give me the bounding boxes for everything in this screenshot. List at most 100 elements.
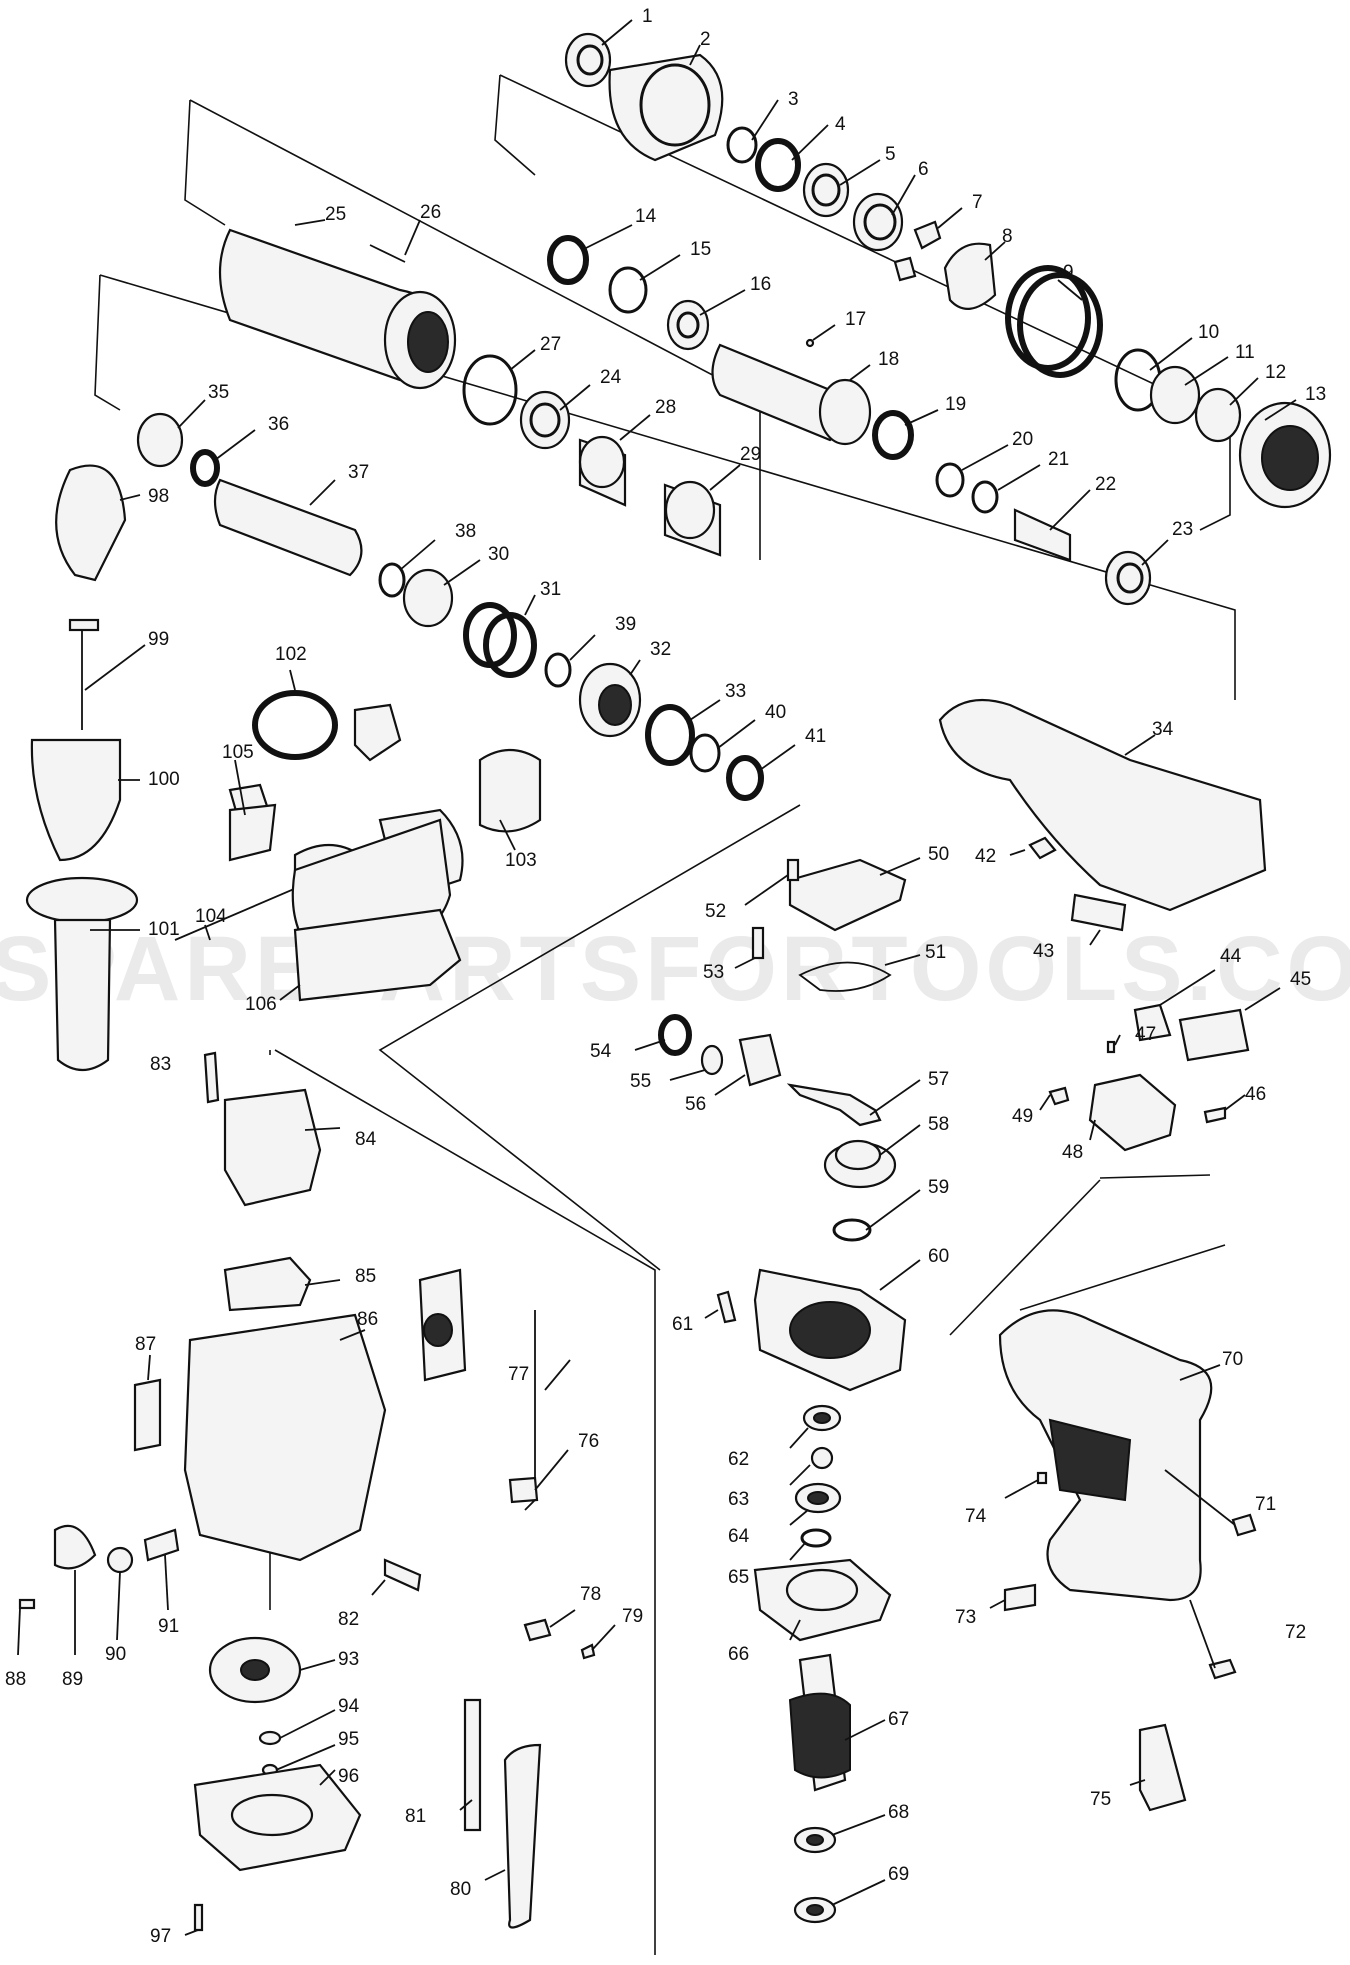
callout-68: 68 <box>888 1802 909 1823</box>
callout-69: 69 <box>888 1864 909 1885</box>
callout-26: 26 <box>420 202 441 223</box>
callout-19: 19 <box>945 394 966 415</box>
callout-62: 62 <box>728 1449 749 1470</box>
cylinder-parts <box>218 228 722 557</box>
callout-32: 32 <box>650 639 671 660</box>
callout-13: 13 <box>1305 384 1326 405</box>
callout-46: 46 <box>1245 1084 1266 1105</box>
callout-23: 23 <box>1172 519 1193 540</box>
callout-9: 9 <box>1063 262 1074 283</box>
callout-82: 82 <box>338 1609 359 1630</box>
callout-66: 66 <box>728 1644 749 1665</box>
callout-8: 8 <box>1002 226 1013 247</box>
callout-47: 47 <box>1135 1024 1156 1045</box>
callout-48: 48 <box>1062 1142 1083 1163</box>
callout-52: 52 <box>705 901 726 922</box>
callout-57: 57 <box>928 1069 949 1090</box>
callout-39: 39 <box>615 614 636 635</box>
callout-99: 99 <box>148 629 169 650</box>
callout-12: 12 <box>1265 362 1286 383</box>
callout-33: 33 <box>725 681 746 702</box>
callout-64: 64 <box>728 1526 750 1547</box>
callout-31: 31 <box>540 579 561 600</box>
callout-101: 101 <box>148 919 180 940</box>
front-chuck-parts <box>564 32 1332 509</box>
barrel-parts <box>547 235 1152 606</box>
callout-65: 65 <box>728 1567 749 1588</box>
callout-67: 67 <box>888 1709 909 1730</box>
callout-4: 4 <box>835 114 846 135</box>
callout-45: 45 <box>1290 969 1311 990</box>
callout-25: 25 <box>325 204 346 225</box>
callout-41: 41 <box>805 726 826 747</box>
callout-100: 100 <box>148 769 180 790</box>
callout-37: 37 <box>348 462 369 483</box>
callout-15: 15 <box>690 239 711 260</box>
callout-72: 72 <box>1285 1622 1306 1643</box>
callout-6: 6 <box>918 159 929 180</box>
callout-61: 61 <box>672 1314 693 1335</box>
callout-63: 63 <box>728 1489 749 1510</box>
callout-106: 106 <box>245 994 277 1015</box>
callout-51: 51 <box>925 942 946 963</box>
rear-handle-parts <box>998 1309 1257 1812</box>
callout-105: 105 <box>222 742 254 763</box>
callout-16: 16 <box>750 274 771 295</box>
callout-35: 35 <box>208 382 229 403</box>
callout-78: 78 <box>580 1584 601 1605</box>
callout-20: 20 <box>1012 429 1033 450</box>
callout-91: 91 <box>158 1616 179 1637</box>
callout-73: 73 <box>955 1607 976 1628</box>
armature-parts <box>753 1404 892 1924</box>
callout-24: 24 <box>600 367 622 388</box>
callout-104: 104 <box>195 906 227 927</box>
callout-60: 60 <box>928 1246 949 1267</box>
callout-88: 88 <box>5 1669 26 1690</box>
callout-2: 2 <box>700 29 711 50</box>
callout-96: 96 <box>338 1766 359 1787</box>
callout-21: 21 <box>1048 449 1069 470</box>
callout-84: 84 <box>355 1129 377 1150</box>
callout-3: 3 <box>788 89 799 110</box>
watermark-text: SPAREPARTSFORTOOLS.COM.AU <box>0 918 1350 1020</box>
callout-86: 86 <box>357 1309 378 1330</box>
callout-79: 79 <box>622 1606 643 1627</box>
callout-1: 1 <box>642 6 653 27</box>
callout-29: 29 <box>740 444 761 465</box>
callout-36: 36 <box>268 414 289 435</box>
callout-10: 10 <box>1198 322 1219 343</box>
assembly-frame-lines <box>94 74 1236 1955</box>
callout-75: 75 <box>1090 1789 1111 1810</box>
callout-53: 53 <box>703 962 724 983</box>
leader-lines <box>17 19 1297 1936</box>
callout-74: 74 <box>965 1506 987 1527</box>
callout-93: 93 <box>338 1649 359 1670</box>
callout-94: 94 <box>338 1696 360 1717</box>
piston-parts <box>136 412 764 801</box>
callout-103: 103 <box>505 850 537 871</box>
callout-22: 22 <box>1095 474 1116 495</box>
callout-7: 7 <box>972 192 983 213</box>
callout-28: 28 <box>655 397 676 418</box>
callout-44: 44 <box>1220 946 1242 967</box>
callout-80: 80 <box>450 1879 471 1900</box>
callout-14: 14 <box>635 206 657 227</box>
callout-58: 58 <box>928 1114 949 1135</box>
callout-97: 97 <box>150 1926 171 1947</box>
callout-71: 71 <box>1255 1494 1276 1515</box>
callout-90: 90 <box>105 1644 126 1665</box>
callout-5: 5 <box>885 144 896 165</box>
side-handle-parts <box>25 464 542 1104</box>
callout-76: 76 <box>578 1431 599 1452</box>
callout-55: 55 <box>630 1071 651 1092</box>
callout-56: 56 <box>685 1094 706 1115</box>
callout-70: 70 <box>1222 1349 1243 1370</box>
callout-85: 85 <box>355 1266 376 1287</box>
callout-59: 59 <box>928 1177 949 1198</box>
callout-81: 81 <box>405 1806 426 1827</box>
callout-50: 50 <box>928 844 949 865</box>
callout-18: 18 <box>878 349 899 370</box>
callout-17: 17 <box>845 309 866 330</box>
motor-housing-parts <box>18 1088 596 1932</box>
